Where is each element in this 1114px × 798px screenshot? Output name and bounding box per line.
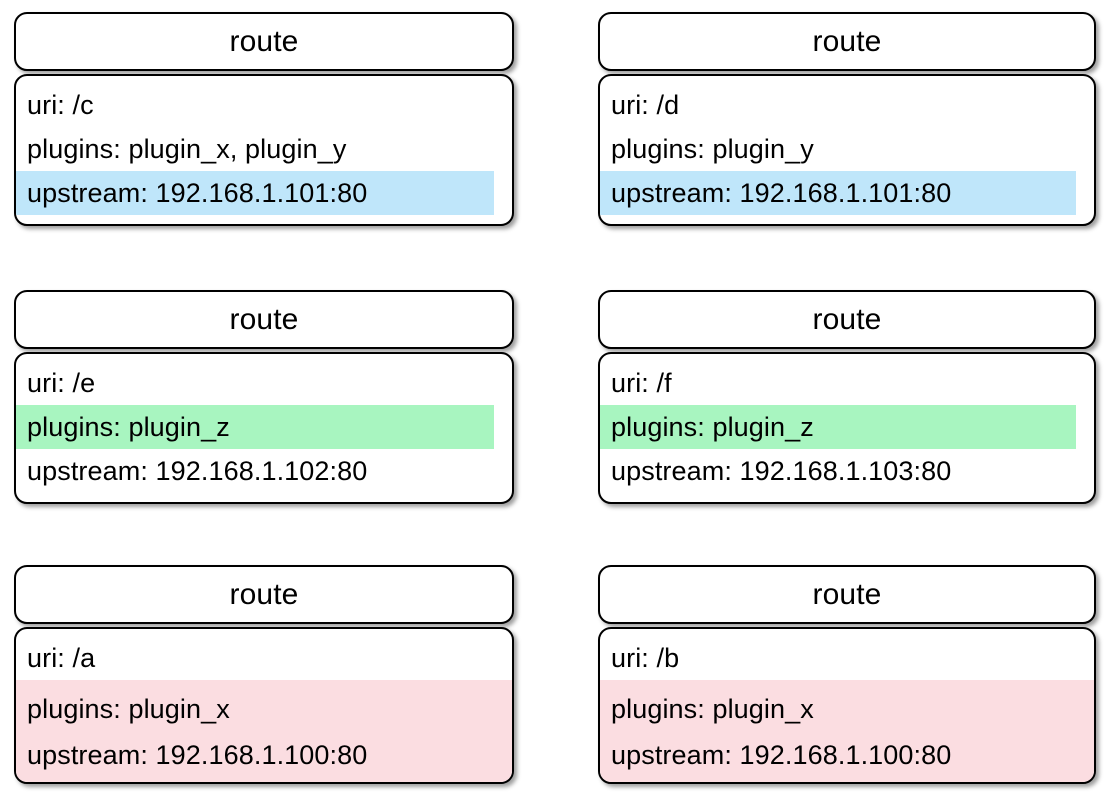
- upstream-row: upstream: 192.168.1.103:80: [611, 456, 952, 486]
- plugins-row: plugins: plugin_x, plugin_y: [27, 134, 347, 164]
- upstream-row: upstream: 192.168.1.102:80: [27, 456, 368, 486]
- attribute-highlight-group: plugins: plugin_x upstream: 192.168.1.100…: [600, 680, 1094, 782]
- route-node-header: route: [598, 565, 1096, 624]
- upstream-row: upstream: 192.168.1.101:80: [600, 171, 1076, 215]
- route-node-header: route: [14, 12, 514, 71]
- route-node-title: route: [812, 577, 882, 611]
- plugins-row: plugins: plugin_x: [611, 694, 814, 724]
- route-node-title: route: [229, 24, 299, 58]
- uri-row: uri: /d: [611, 90, 680, 120]
- plugins-row: plugins: plugin_y: [611, 134, 814, 164]
- uri-row: uri: /e: [27, 368, 96, 398]
- uri-row: uri: /c: [27, 90, 94, 120]
- route-node-title: route: [812, 24, 882, 58]
- uri-row: uri: /b: [611, 643, 680, 673]
- route-node-title: route: [229, 302, 299, 336]
- upstream-row: upstream: 192.168.1.100:80: [611, 740, 952, 770]
- route-node-title: route: [812, 302, 882, 336]
- uri-row: uri: /a: [27, 643, 96, 673]
- route-node-route-e: route uri: /e plugins: plugin_z upstream: 1…: [14, 290, 514, 504]
- route-node-body: uri: /f plugins: plugin_z upstream: 192.16…: [598, 352, 1096, 504]
- route-node-route-d: route uri: /d plugins: plugin_y upstream: 1…: [598, 12, 1096, 226]
- route-node-title: route: [229, 577, 299, 611]
- plugins-row: plugins: plugin_x: [27, 694, 230, 724]
- route-node-body: uri: /a plugins: plugin_x upstream: 192.16…: [14, 627, 514, 784]
- route-node-body: uri: /d plugins: plugin_y upstream: 192.16…: [598, 74, 1096, 226]
- route-node-route-f: route uri: /f plugins: plugin_z upstream: 1…: [598, 290, 1096, 504]
- route-node-header: route: [14, 565, 514, 624]
- route-node-route-a: route uri: /a plugins: plugin_x upstream: 1…: [14, 565, 514, 784]
- route-node-header: route: [598, 290, 1096, 349]
- plugins-row: plugins: plugin_z: [16, 405, 494, 449]
- upstream-row: upstream: 192.168.1.101:80: [16, 171, 494, 215]
- route-node-header: route: [14, 290, 514, 349]
- route-node-body: uri: /b plugins: plugin_x upstream: 192.16…: [598, 627, 1096, 784]
- upstream-row: upstream: 192.168.1.100:80: [27, 740, 368, 770]
- uri-row: uri: /f: [611, 368, 672, 398]
- route-node-body: uri: /e plugins: plugin_z upstream: 192.16…: [14, 352, 514, 504]
- attribute-highlight-group: plugins: plugin_x upstream: 192.168.1.100…: [16, 680, 512, 782]
- plugins-row: plugins: plugin_z: [600, 405, 1076, 449]
- route-node-route-b: route uri: /b plugins: plugin_x upstream: 1…: [598, 565, 1096, 784]
- route-node-header: route: [598, 12, 1096, 71]
